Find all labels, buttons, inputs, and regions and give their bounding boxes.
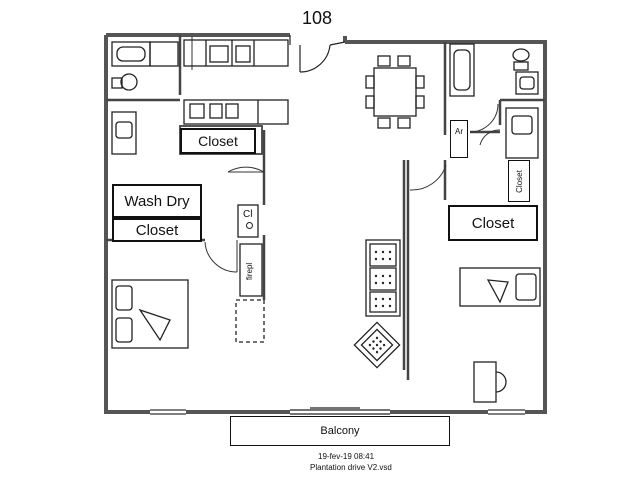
wash-dry-label: Wash Dry	[112, 184, 202, 218]
closet-small-label: Closet	[508, 160, 530, 202]
right-sink-upper	[515, 71, 539, 95]
right-bathtub	[449, 43, 475, 97]
balcony-label: Balcony	[230, 416, 450, 446]
entry-door	[289, 35, 346, 73]
door-swings	[191, 36, 501, 273]
closet-left-label: Closet	[112, 218, 202, 242]
right-sink-lower	[505, 107, 539, 159]
closet-right-label: Closet	[448, 205, 538, 241]
firepl-label: firepl	[243, 258, 257, 284]
hall-fixtures	[235, 204, 265, 343]
right-bed	[459, 267, 541, 307]
filename: Plantation drive V2.vsd	[310, 463, 392, 472]
left-toilet	[120, 73, 138, 91]
right-bathroom	[449, 43, 539, 159]
sofa	[365, 239, 401, 317]
armchair	[353, 321, 401, 369]
window-marks	[150, 409, 525, 415]
left-bathtub	[111, 41, 151, 67]
left-sink	[111, 111, 137, 155]
timestamp: 19-fev-19 08:41	[318, 452, 375, 461]
firepl-text: firepl	[245, 262, 255, 280]
right-toilet	[512, 48, 530, 62]
closet-small-text: Closet	[514, 169, 524, 193]
closet-top-label: Closet	[180, 128, 256, 154]
cl-label: Cl	[243, 209, 253, 220]
unit-number: 108	[302, 8, 333, 28]
cl-circle	[246, 222, 253, 229]
kitchen	[183, 39, 289, 125]
left-bed	[111, 279, 189, 349]
left-bathroom	[111, 41, 179, 155]
ar-label: Ar	[450, 120, 468, 158]
balcony-sliding-door	[290, 407, 390, 415]
dining-table	[365, 55, 425, 129]
desk	[473, 361, 507, 403]
